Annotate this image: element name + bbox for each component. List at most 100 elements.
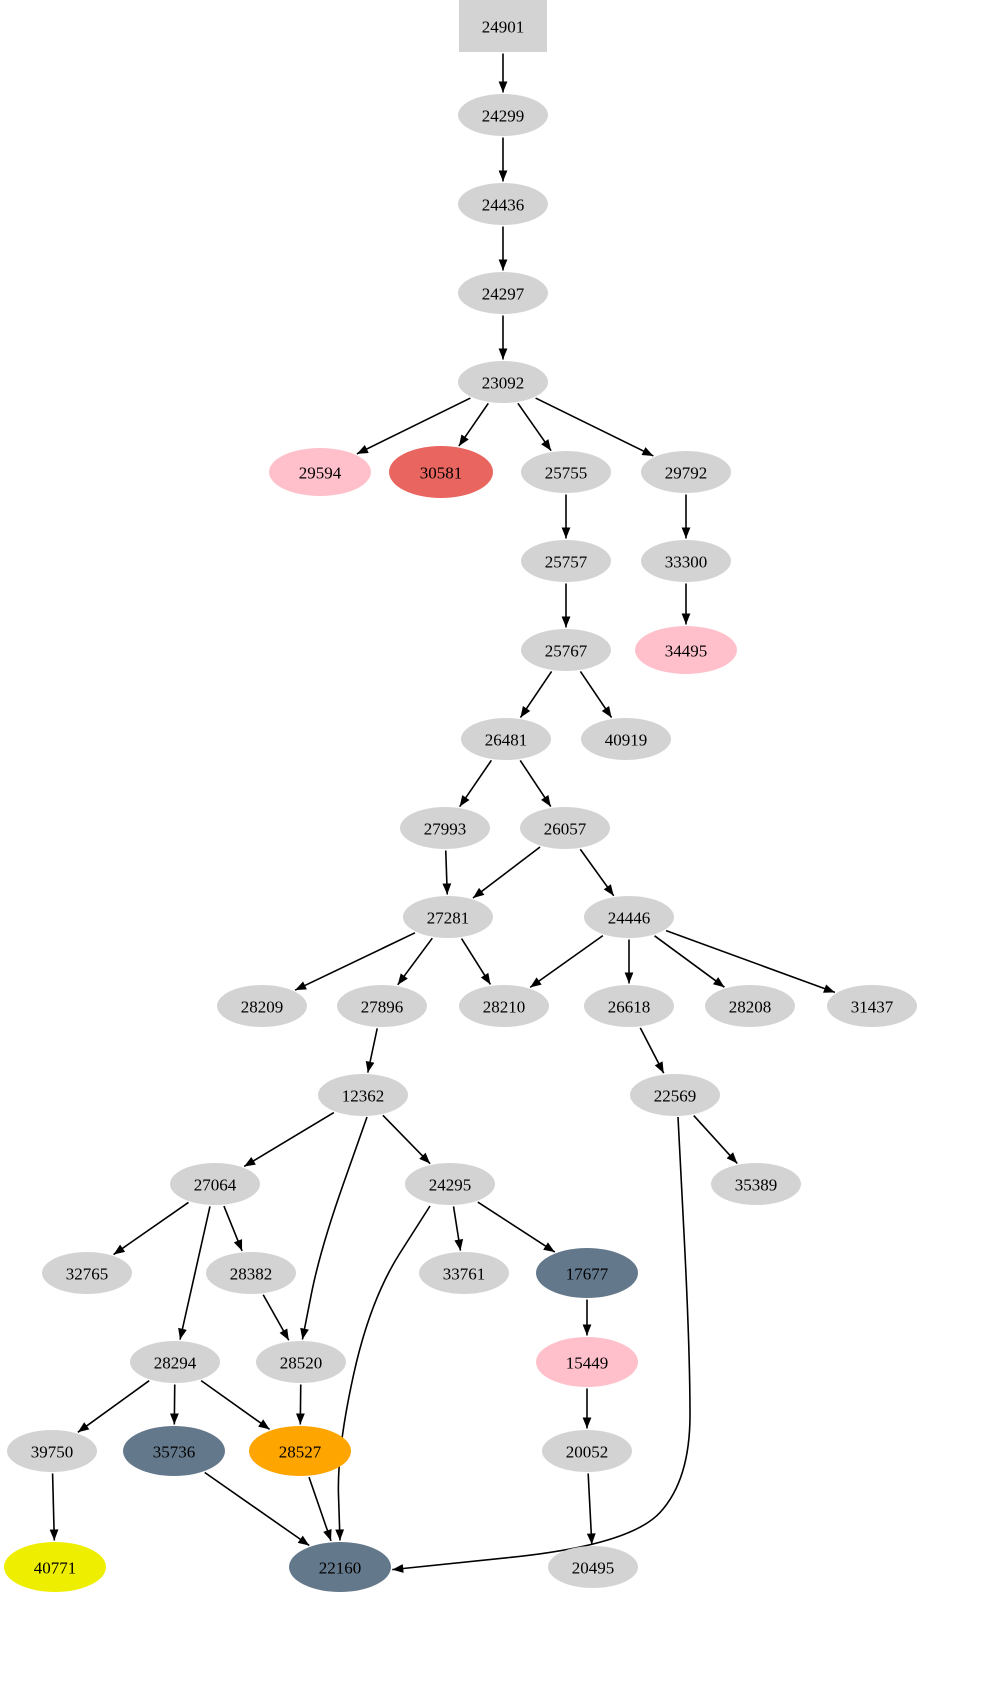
edge-line	[392, 1116, 691, 1571]
graph-node-17677[interactable]: 17677	[536, 1248, 638, 1298]
graph-node-24299[interactable]: 24299	[458, 94, 548, 136]
graph-node-24436[interactable]: 24436	[458, 183, 548, 225]
graph-node-27064[interactable]: 27064	[170, 1163, 260, 1205]
node-ellipse[interactable]	[548, 1546, 638, 1588]
node-ellipse[interactable]	[419, 1252, 509, 1294]
edge-arrowhead	[454, 1239, 464, 1251]
graph-node-26481[interactable]: 26481	[461, 718, 551, 760]
node-ellipse[interactable]	[459, 985, 549, 1027]
node-ellipse[interactable]	[206, 1252, 296, 1294]
graph-node-28520[interactable]: 28520	[256, 1341, 346, 1383]
node-ellipse[interactable]	[584, 896, 674, 938]
graph-node-24446[interactable]: 24446	[584, 896, 674, 938]
node-ellipse[interactable]	[7, 1430, 97, 1472]
graph-node-40919[interactable]: 40919	[581, 718, 671, 760]
graph-node-39750[interactable]: 39750	[7, 1430, 97, 1472]
node-ellipse[interactable]	[520, 807, 610, 849]
graph-node-27993[interactable]: 27993	[400, 807, 490, 849]
edge-line	[654, 935, 725, 988]
node-ellipse[interactable]	[521, 629, 611, 671]
node-ellipse[interactable]	[458, 361, 548, 403]
edge-line	[529, 934, 604, 989]
node-ellipse[interactable]	[827, 985, 917, 1027]
graph-node-20495[interactable]: 20495	[548, 1546, 638, 1588]
node-ellipse[interactable]	[458, 183, 548, 225]
node-ellipse[interactable]	[217, 985, 307, 1027]
graph-node-28208[interactable]: 28208	[705, 985, 795, 1027]
node-ellipse[interactable]	[630, 1074, 720, 1116]
edge-arrowhead	[498, 259, 508, 271]
graph-node-23092[interactable]: 23092	[458, 361, 548, 403]
node-ellipse[interactable]	[542, 1430, 632, 1472]
graph-node-29594[interactable]: 29594	[269, 448, 371, 496]
node-ellipse[interactable]	[400, 807, 490, 849]
node-box[interactable]	[459, 0, 547, 52]
graph-node-28210[interactable]: 28210	[459, 985, 549, 1027]
graph-node-25757[interactable]: 25757	[521, 540, 611, 582]
graph-node-32765[interactable]: 32765	[42, 1252, 132, 1294]
graph-node-25767[interactable]: 25767	[521, 629, 611, 671]
node-ellipse[interactable]	[641, 540, 731, 582]
node-ellipse[interactable]	[584, 985, 674, 1027]
edge-line	[356, 397, 471, 455]
graph-node-26618[interactable]: 26618	[584, 985, 674, 1027]
node-ellipse[interactable]	[4, 1542, 106, 1592]
node-ellipse[interactable]	[711, 1163, 801, 1205]
graph-node-29792[interactable]: 29792	[641, 451, 731, 493]
node-ellipse[interactable]	[123, 1426, 225, 1476]
node-ellipse[interactable]	[269, 448, 371, 496]
node-ellipse[interactable]	[403, 896, 493, 938]
graph-node-12362[interactable]: 12362	[318, 1074, 408, 1116]
edge-arrowhead	[113, 1244, 126, 1255]
node-ellipse[interactable]	[170, 1163, 260, 1205]
graph-node-20052[interactable]: 20052	[542, 1430, 632, 1472]
graph-node-35389[interactable]: 35389	[711, 1163, 801, 1205]
graph-node-35736[interactable]: 35736	[123, 1426, 225, 1476]
graph-node-27281[interactable]: 27281	[403, 896, 493, 938]
node-ellipse[interactable]	[337, 985, 427, 1027]
node-ellipse[interactable]	[256, 1341, 346, 1383]
graph-node-40771[interactable]: 40771	[4, 1542, 106, 1592]
node-ellipse[interactable]	[405, 1163, 495, 1205]
node-ellipse[interactable]	[289, 1542, 391, 1592]
graph-node-25755[interactable]: 25755	[521, 451, 611, 493]
graph-node-28294[interactable]: 28294	[130, 1341, 220, 1383]
edge-arrowhead	[77, 1422, 90, 1433]
graph-node-24297[interactable]: 24297	[458, 272, 548, 314]
node-ellipse[interactable]	[641, 451, 731, 493]
node-ellipse[interactable]	[249, 1426, 351, 1476]
graph-edge	[582, 1299, 592, 1336]
graph-node-28209[interactable]: 28209	[217, 985, 307, 1027]
node-ellipse[interactable]	[536, 1337, 638, 1387]
node-ellipse[interactable]	[42, 1252, 132, 1294]
node-ellipse[interactable]	[521, 451, 611, 493]
node-ellipse[interactable]	[130, 1341, 220, 1383]
graph-node-27896[interactable]: 27896	[337, 985, 427, 1027]
graph-node-26057[interactable]: 26057	[520, 807, 610, 849]
graph-node-24901[interactable]: 24901	[459, 0, 547, 52]
node-ellipse[interactable]	[705, 985, 795, 1027]
graph-node-28382[interactable]: 28382	[206, 1252, 296, 1294]
graph-node-33300[interactable]: 33300	[641, 540, 731, 582]
node-ellipse[interactable]	[461, 718, 551, 760]
node-ellipse[interactable]	[536, 1248, 638, 1298]
graph-node-28527[interactable]: 28527	[249, 1426, 351, 1476]
edge-arrowhead	[442, 883, 452, 895]
node-ellipse[interactable]	[318, 1074, 408, 1116]
graph-node-33761[interactable]: 33761	[419, 1252, 509, 1294]
node-ellipse[interactable]	[581, 718, 671, 760]
graph-node-34495[interactable]: 34495	[635, 626, 737, 674]
node-ellipse[interactable]	[389, 446, 493, 498]
graph-node-24295[interactable]: 24295	[405, 1163, 495, 1205]
node-ellipse[interactable]	[458, 94, 548, 136]
graph-node-22569[interactable]: 22569	[630, 1074, 720, 1116]
graph-node-22160[interactable]: 22160	[289, 1542, 391, 1592]
graph-node-15449[interactable]: 15449	[536, 1337, 638, 1387]
graph-node-31437[interactable]: 31437	[827, 985, 917, 1027]
node-ellipse[interactable]	[521, 540, 611, 582]
node-ellipse[interactable]	[635, 626, 737, 674]
nodes-layer: 24901 24299 24436 24297 23092 29594 30581 25755…	[4, 0, 917, 1592]
graph-node-30581[interactable]: 30581	[389, 446, 493, 498]
node-ellipse[interactable]	[458, 272, 548, 314]
